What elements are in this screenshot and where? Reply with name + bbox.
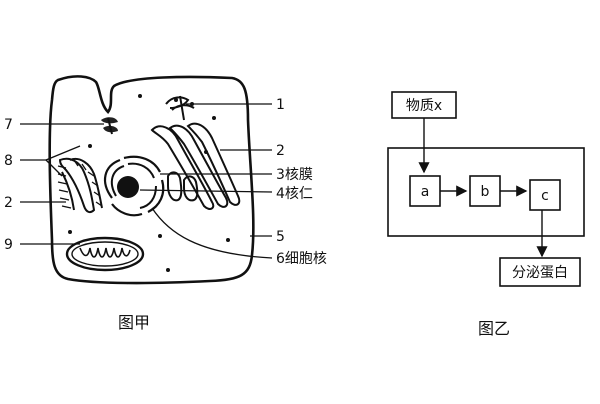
structure-1: [165, 95, 195, 121]
endoplasmic-reticulum-right: [150, 122, 241, 210]
step-label-a: a: [421, 184, 430, 200]
process-frame: [387, 147, 585, 237]
nucleolus: [117, 176, 139, 198]
label-8: 8: [4, 153, 13, 169]
centriole-7: [101, 117, 118, 135]
input-box: [391, 91, 457, 119]
mitochondrion: [65, 236, 145, 272]
output-label: 分泌蛋白: [512, 265, 568, 281]
caption-figure-b: 图乙: [478, 319, 510, 338]
label-nucleus: 6细胞核: [276, 251, 327, 267]
caption-figure-a: 图甲: [118, 313, 150, 332]
ribosome-dots: [68, 94, 230, 272]
label-2-right: 2: [276, 143, 285, 159]
step-label-c: c: [541, 188, 549, 204]
cell-diagram: 1 2 3核膜 4核仁 5 6细胞核 7 8 2 9 图甲: [4, 75, 327, 332]
label-5: 5: [276, 229, 285, 245]
label-2-left: 2: [4, 195, 13, 211]
label-7: 7: [4, 117, 13, 133]
label-nucleolus: 4核仁: [276, 186, 313, 202]
step-box-a: [409, 175, 441, 207]
step-box-c: [529, 179, 561, 211]
output-box: [499, 257, 581, 287]
input-label: 物质x: [406, 98, 442, 114]
endoplasmic-reticulum-left: [57, 157, 103, 214]
label-9: 9: [4, 237, 13, 253]
label-nuclear-envelope: 3核膜: [276, 167, 313, 183]
leader-lines: [20, 103, 273, 259]
label-1: 1: [276, 97, 285, 113]
step-box-b: [469, 175, 501, 207]
cell-membrane: [48, 75, 255, 285]
flow-diagram: 物质x a b c 分泌蛋白 图乙: [387, 91, 585, 338]
nucleus: [103, 155, 165, 217]
step-label-b: b: [481, 184, 490, 200]
